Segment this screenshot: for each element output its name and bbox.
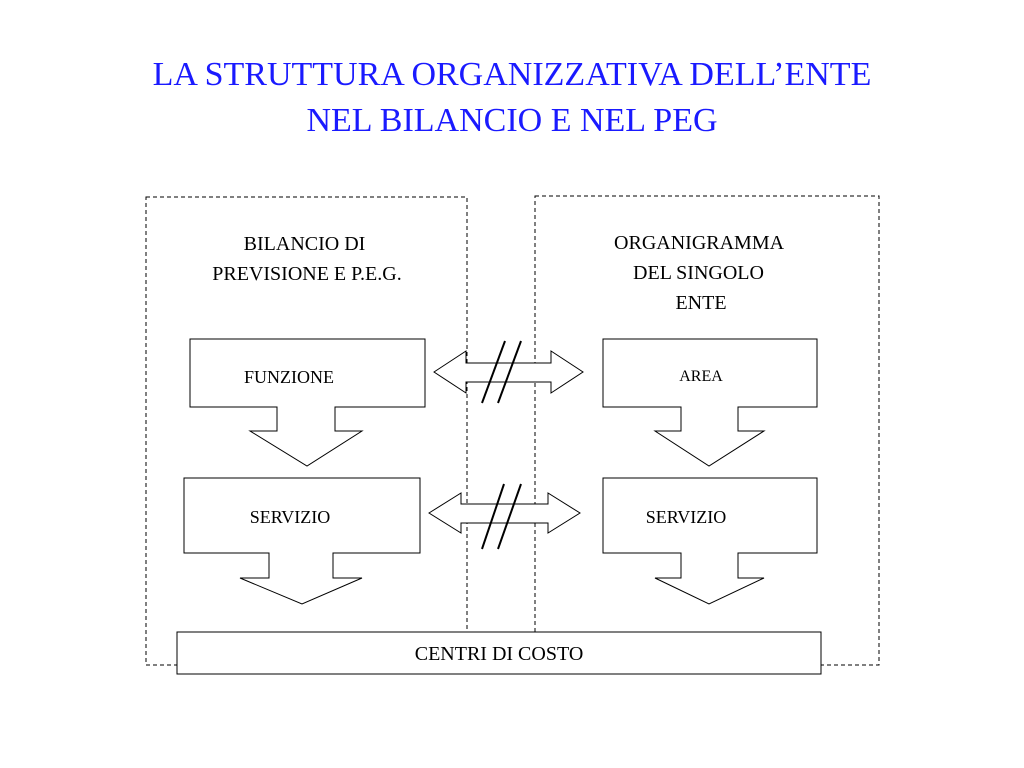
right-group-label: ORGANIGRAMMA DEL SINGOLO ENTE bbox=[614, 232, 788, 314]
bottom-double-arrow bbox=[428, 483, 581, 550]
break-mark bbox=[481, 340, 506, 404]
area-box bbox=[602, 338, 818, 467]
right-servizio-label: SERVIZIO bbox=[646, 507, 727, 527]
right-group-label-line: DEL SINGOLO bbox=[633, 262, 764, 284]
slide-title: LA STRUTTURA ORGANIZZATIVA DELL’ENTE NEL… bbox=[0, 52, 1024, 144]
top-double-arrow bbox=[433, 340, 584, 404]
left-group-frame bbox=[145, 196, 468, 666]
funzione-label: FUNZIONE bbox=[244, 367, 334, 387]
break-mark bbox=[497, 340, 522, 404]
left-group-label-line: PREVISIONE E P.E.G. bbox=[212, 263, 401, 285]
slide-title-line-1: LA STRUTTURA ORGANIZZATIVA DELL’ENTE bbox=[152, 56, 872, 93]
right-group-label-line: ORGANIGRAMMA bbox=[614, 232, 785, 254]
area-label: AREA bbox=[679, 368, 723, 385]
left-group-label-line: BILANCIO DI bbox=[244, 233, 366, 255]
break-mark bbox=[497, 483, 522, 550]
left-group-label: BILANCIO DI PREVISIONE E P.E.G. bbox=[212, 233, 401, 285]
slide-title-line-2: NEL BILANCIO E NEL PEG bbox=[306, 102, 718, 139]
right-servizio-box bbox=[602, 477, 818, 605]
right-group-label-line: ENTE bbox=[675, 292, 726, 314]
right-group-frame bbox=[534, 195, 880, 666]
centri-di-costo-box bbox=[176, 631, 822, 675]
funzione-box bbox=[189, 338, 426, 467]
left-servizio-box bbox=[183, 477, 421, 605]
centri-di-costo-label: CENTRI DI COSTO bbox=[415, 643, 584, 665]
break-mark bbox=[481, 483, 505, 550]
left-servizio-label: SERVIZIO bbox=[250, 507, 331, 527]
